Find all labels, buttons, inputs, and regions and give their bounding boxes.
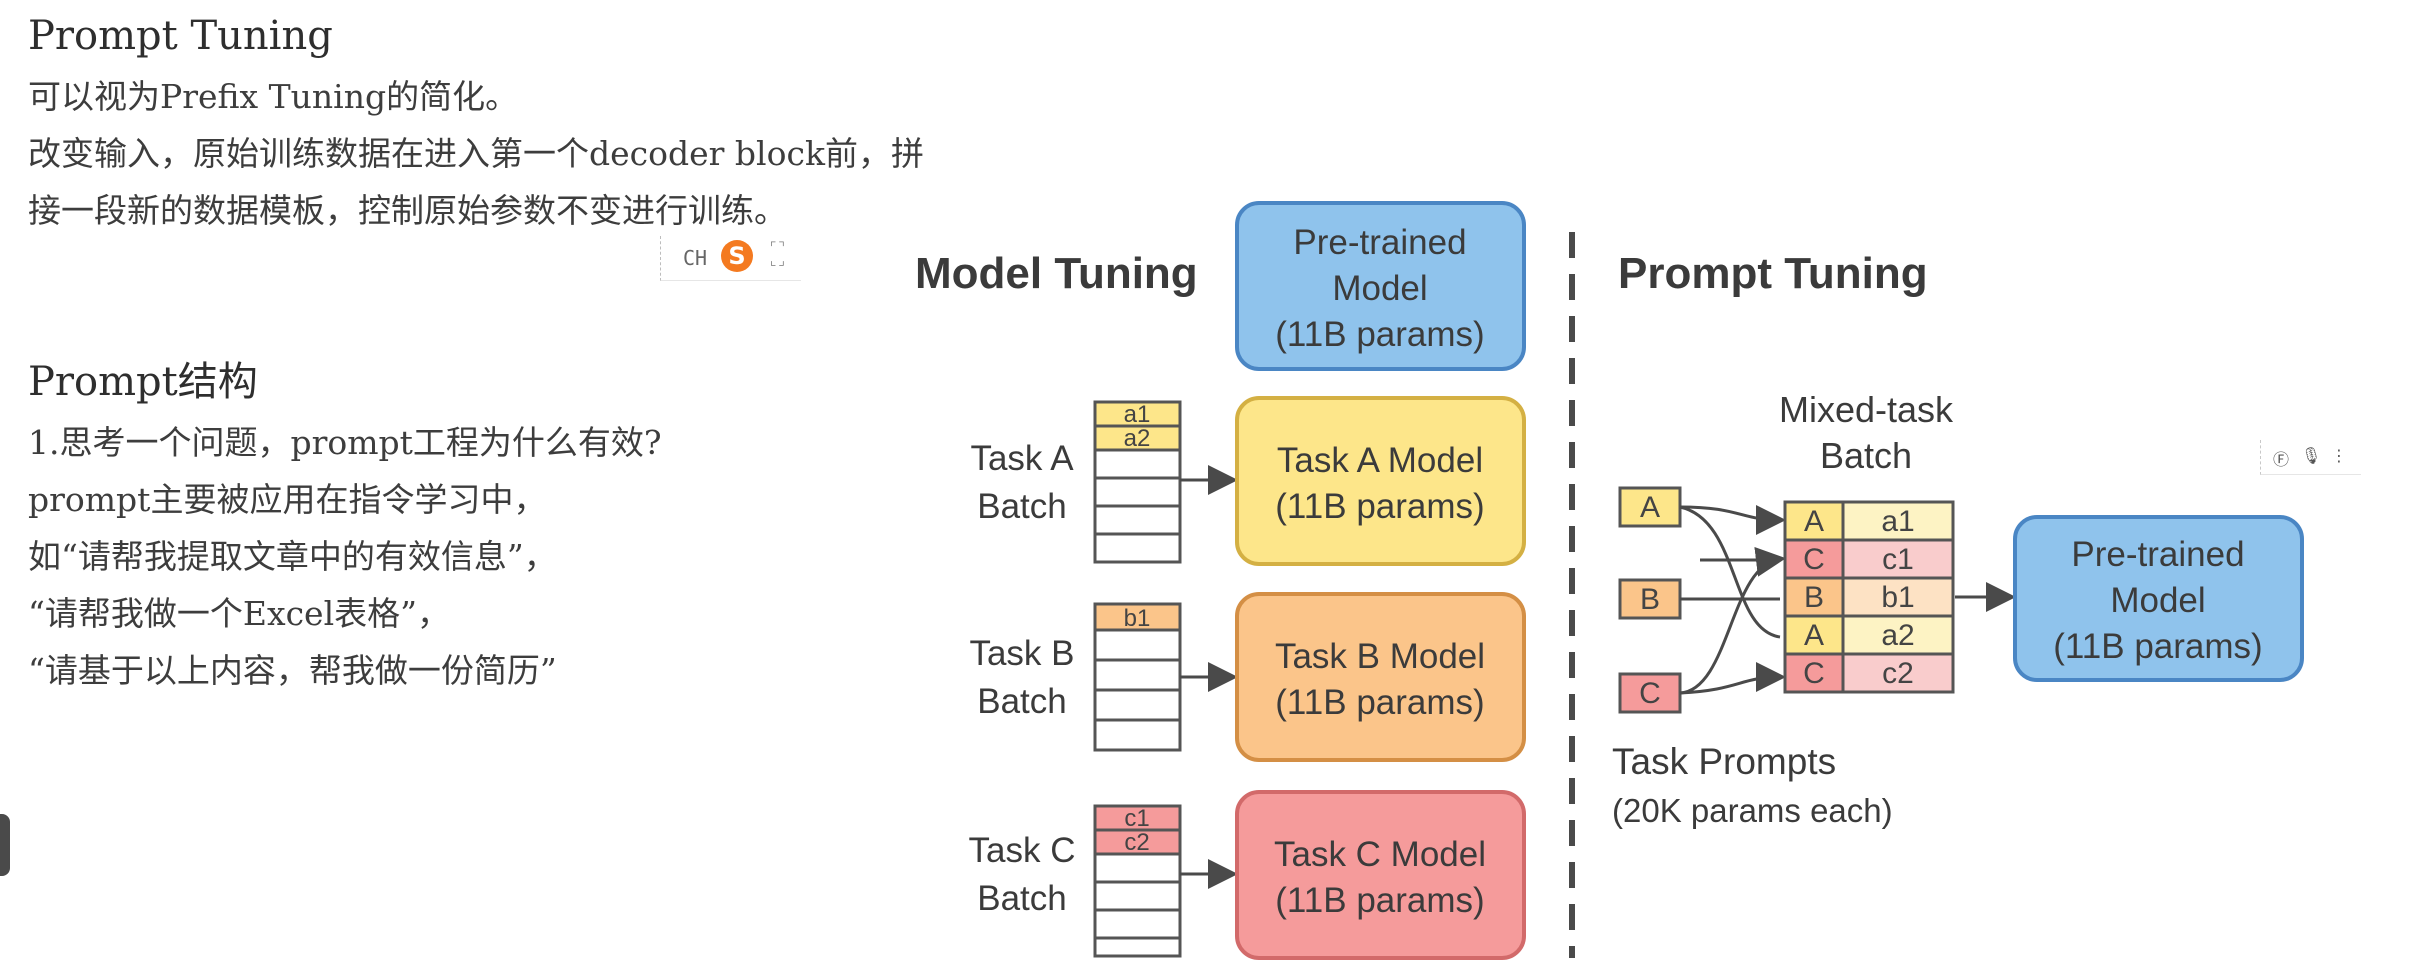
prompt-box-a bbox=[1618, 486, 1682, 528]
batch-cell: a1 bbox=[1124, 401, 1151, 428]
mixed-data-cell: b1 bbox=[1881, 581, 1914, 614]
mixed-prompt-cell: A bbox=[1804, 505, 1824, 538]
body-line: 如“请帮我提取文章中的有效信息”， bbox=[28, 537, 557, 576]
model-tuning-heading: Model Tuning bbox=[915, 249, 1198, 298]
body-line: 接一段新的数据模板，控制原始参数不变进行训练。 bbox=[28, 191, 787, 230]
task-c-batch-label: Task C bbox=[969, 831, 1076, 870]
mixed-data-cell: a2 bbox=[1881, 619, 1914, 652]
mixed-data-cell: a1 bbox=[1881, 505, 1914, 538]
body-line: “请帮我做一个Excel表格”， bbox=[28, 594, 451, 633]
sogou-logo-icon[interactable]: S bbox=[721, 240, 753, 272]
body-line: prompt主要被应用在指令学习中， bbox=[28, 480, 547, 519]
pretrained-label: Pre-trained bbox=[1293, 223, 1466, 262]
task-prompts-label: Task Prompts bbox=[1612, 741, 1836, 782]
mixed-data-cell: c2 bbox=[1882, 657, 1914, 690]
task-prompts-params: (20K params each) bbox=[1612, 792, 1893, 829]
mixed-task-heading: Mixed-task bbox=[1779, 389, 1954, 430]
mixed-task-batch-table bbox=[1783, 500, 1955, 694]
task-c-model-params: (11B params) bbox=[1275, 881, 1484, 920]
fullscreen-icon[interactable]: ⌜⌝⌞⌟ bbox=[769, 239, 786, 269]
task-a-model-box bbox=[1235, 396, 1526, 566]
ime-language-toggle[interactable]: CH bbox=[683, 246, 708, 270]
task-b-batch bbox=[1093, 602, 1182, 752]
task-c-model-label: Task C Model bbox=[1274, 835, 1486, 874]
pretrained-model-right-box bbox=[2013, 515, 2304, 682]
pretrained-right-label: Pre-trained bbox=[2071, 535, 2244, 574]
pretrained-right-label: Model bbox=[2110, 581, 2205, 620]
side-panel-tab[interactable] bbox=[0, 814, 10, 876]
prompt-box-c bbox=[1618, 672, 1682, 714]
body-line: 可以视为Prefix Tuning的简化。 bbox=[28, 77, 519, 116]
task-a-model-label: Task A Model bbox=[1277, 441, 1483, 480]
prompt-label: A bbox=[1640, 491, 1660, 524]
pretrained-label: Model bbox=[1332, 269, 1427, 308]
task-b-model-params: (11B params) bbox=[1275, 683, 1484, 722]
pretrained-right-label: (11B params) bbox=[2053, 627, 2262, 666]
prompt-label: C bbox=[1639, 677, 1661, 710]
section1-body: 可以视为Prefix Tuning的简化。 改变输入，原始训练数据在进入第一个d… bbox=[28, 68, 924, 239]
body-line: 1.思考一个问题，prompt工程为什么有效? bbox=[28, 423, 662, 462]
fly-icon[interactable]: Ⓕ bbox=[2273, 450, 2290, 469]
task-b-batch-label: Batch bbox=[977, 682, 1067, 721]
microphone-icon[interactable]: 🎙 bbox=[2301, 446, 2322, 465]
task-a-model-params: (11B params) bbox=[1275, 487, 1484, 526]
ime-floating-toolbar[interactable]: Ⓕ 🎙 ⋮ bbox=[2260, 440, 2361, 475]
pretrained-label: (11B params) bbox=[1275, 315, 1484, 354]
task-c-batch-label: Batch bbox=[977, 879, 1067, 918]
mixed-data-cell: c1 bbox=[1882, 543, 1914, 576]
more-icon[interactable]: ⋮ bbox=[2331, 446, 2347, 465]
batch-cell: a2 bbox=[1124, 425, 1151, 452]
mixed-prompt-cell: A bbox=[1804, 619, 1824, 652]
prompt-routing-curves bbox=[1679, 504, 1786, 695]
task-a-batch bbox=[1093, 400, 1182, 564]
section-title-prompt-structure: Prompt结构 bbox=[28, 359, 258, 405]
task-a-batch-label: Task A bbox=[970, 439, 1074, 478]
mixed-task-heading: Batch bbox=[1820, 435, 1912, 476]
body-line: “请基于以上内容，帮我做一份简历” bbox=[28, 651, 557, 690]
ime-toolbar[interactable]: CH S ⌜⌝⌞⌟ bbox=[660, 236, 801, 281]
batch-cell: b1 bbox=[1124, 605, 1151, 632]
task-c-batch bbox=[1093, 804, 1182, 958]
task-b-batch-label: Task B bbox=[969, 634, 1074, 673]
mixed-prompt-cell: C bbox=[1803, 657, 1825, 690]
prompt-box-b bbox=[1618, 578, 1682, 620]
task-a-batch-label: Batch bbox=[977, 487, 1067, 526]
pretrained-model-box bbox=[1235, 201, 1526, 371]
mixed-prompt-cell: C bbox=[1803, 543, 1825, 576]
batch-cell: c1 bbox=[1124, 805, 1149, 832]
section-title-prompt-tuning: Prompt Tuning bbox=[28, 13, 333, 59]
task-c-model-box bbox=[1235, 790, 1526, 960]
section2-body: 1.思考一个问题，prompt工程为什么有效? prompt主要被应用在指令学习… bbox=[28, 414, 662, 699]
task-b-model-box bbox=[1235, 592, 1526, 762]
task-b-model-label: Task B Model bbox=[1275, 637, 1485, 676]
body-line: 改变输入，原始训练数据在进入第一个decoder block前，拼 bbox=[28, 134, 924, 173]
mixed-prompt-cell: B bbox=[1804, 581, 1824, 614]
prompt-tuning-heading: Prompt Tuning bbox=[1618, 249, 1928, 298]
batch-cell: c2 bbox=[1124, 829, 1149, 856]
prompt-label: B bbox=[1640, 583, 1660, 616]
